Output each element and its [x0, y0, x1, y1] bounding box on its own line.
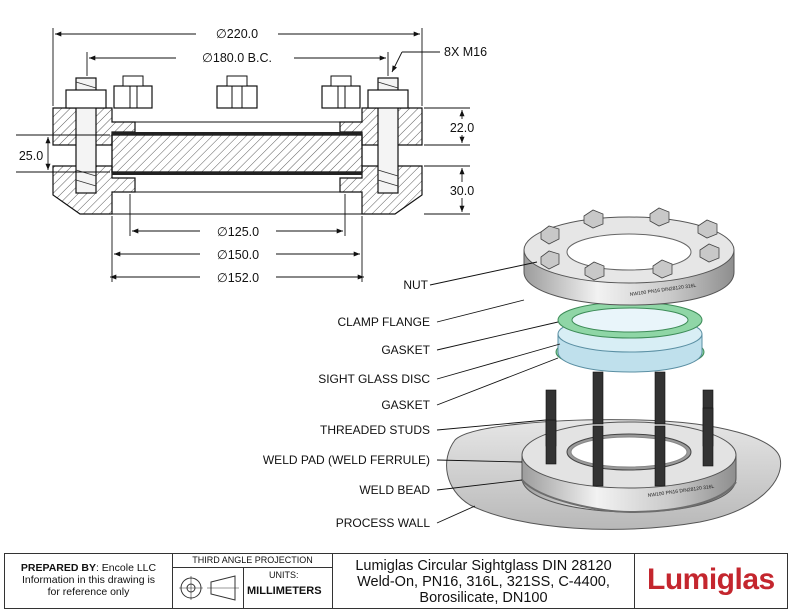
dim-180-bc: ∅180.0 B.C. — [202, 51, 272, 65]
clamp-flange-iso: NW100 PN16 DIN28120 316L — [523, 216, 735, 306]
callout-gasket-bottom: GASKET — [381, 398, 430, 412]
dim-22: 22.0 — [450, 121, 474, 135]
dim-150: ∅150.0 — [217, 248, 259, 262]
dim-8x-m16: 8X M16 — [444, 45, 487, 59]
lumiglas-logo: Lumiglas — [647, 563, 775, 596]
units-value: MILLIMETERS — [247, 585, 322, 597]
threaded-studs-iso — [545, 371, 714, 487]
prepared-by-value: : Encole LLC — [95, 562, 157, 574]
callout-weld-bead: WELD BEAD — [359, 483, 430, 497]
drawing-title-cell: Lumiglas Circular Sightglass DIN 28120 W… — [333, 554, 635, 608]
top-gasket-section — [112, 132, 362, 135]
prepared-by-label: PREPARED BY — [20, 562, 96, 574]
weld-bead — [521, 479, 737, 514]
callout-threaded-studs: THREADED STUDS — [320, 423, 430, 437]
nut-mid-left — [113, 85, 153, 109]
nut-left — [65, 89, 107, 109]
nut-mid-right — [321, 85, 361, 109]
title-line-1: Lumiglas Circular Sightglass DIN 28120 — [355, 558, 612, 574]
nuts-iso — [540, 207, 720, 281]
callout-labels: NUT CLAMP FLANGE GASKET SIGHT GLASS DISC… — [263, 278, 431, 530]
dim-220: ∅220.0 — [216, 27, 258, 41]
title-line-2: Weld-On, PN16, 316L, 321SS, C-4400, — [357, 574, 610, 590]
callout-gasket-top: GASKET — [381, 343, 430, 357]
title-line-3: Borosilicate, DN100 — [419, 590, 548, 606]
note-line-2: for reference only — [47, 586, 130, 598]
callout-nut: NUT — [403, 278, 428, 292]
section-view — [52, 75, 423, 215]
callout-process-wall: PROCESS WALL — [336, 516, 431, 530]
dim-125: ∅125.0 — [217, 225, 259, 239]
bottom-gasket-section — [112, 172, 362, 175]
prepared-by-cell: PREPARED BY: Encole LLC Information in t… — [5, 554, 173, 608]
callout-weld-pad: WELD PAD (WELD FERRULE) — [263, 453, 430, 467]
dimension-text: ∅220.0 ∅180.0 B.C. 8X M16 22.0 30.0 25.0… — [16, 25, 487, 285]
units-label: UNITS: — [269, 570, 299, 580]
logo-cell: Lumiglas — [635, 554, 789, 608]
nut-mid-center — [216, 85, 258, 109]
sight-glass-disc-section — [111, 134, 363, 173]
nut-right — [367, 89, 409, 109]
callout-sight-glass-disc: SIGHT GLASS DISC — [318, 372, 430, 386]
dim-30: 30.0 — [450, 184, 474, 198]
dim-152: ∅152.0 — [217, 271, 259, 285]
callout-leaders — [429, 261, 561, 524]
note-line-1: Information in this drawing is — [21, 574, 156, 586]
projection-label: THIRD ANGLE PROJECTION — [173, 554, 332, 568]
projection-cell: THIRD ANGLE PROJECTION UNITS: MILLIMETER… — [173, 554, 333, 609]
technical-drawing: ∅220.0 ∅180.0 B.C. 8X M16 22.0 30.0 25.0… — [16, 25, 782, 530]
callout-clamp-flange: CLAMP FLANGE — [338, 315, 430, 329]
dim-25: 25.0 — [19, 149, 43, 163]
title-block: PREPARED BY: Encole LLC Information in t… — [4, 553, 788, 609]
exploded-view: NW100 PN16 DIN28120 316L NW100 PN16 DIN2… — [446, 207, 782, 530]
third-angle-projection-icon — [179, 575, 239, 601]
